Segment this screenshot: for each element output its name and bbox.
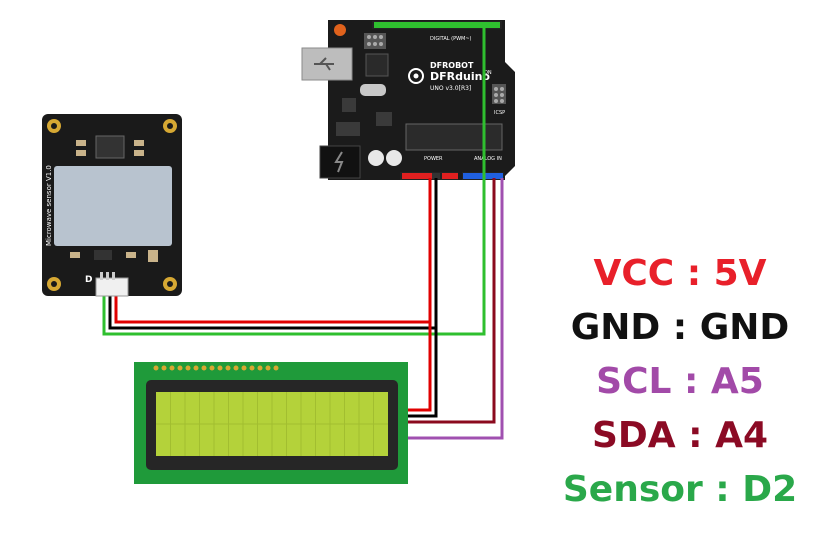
arduino-board: DFROBOT DFRduino UNO v3.0[R3] DIGITAL (P… [301,20,515,180]
on-label: ON [484,70,492,76]
lcd-module [134,362,408,484]
dfrobot-logo-icon [408,68,424,84]
sensor-pin-label: D [85,275,92,285]
wire-sensor-signal [102,25,486,336]
atmega-chip [405,123,503,151]
capacitor [368,150,384,166]
lcd-pin [193,365,199,371]
sensor-connector [95,277,129,297]
wire-lcd-sda [408,178,496,424]
lcd-pin [225,365,231,371]
capacitor [386,150,402,166]
microwave-sensor-board: Microwave sensor V1.0 D [42,114,182,297]
digital-header-pins [374,22,500,28]
arduino-model: DFRduino [430,70,490,83]
sensor-antenna [54,166,172,246]
lcd-pin [177,365,183,371]
lcd-pin [273,365,279,371]
legend-sda: SDA : A4 [591,415,769,456]
wire-sensor-vcc [114,178,432,324]
legend-sensor: Sensor : D2 [562,469,798,510]
digital-label: DIGITAL (PWM~) [430,36,472,42]
lcd-pin [249,365,255,371]
wire-lcd-scl [408,178,504,440]
lcd-pin [201,365,207,371]
legend-gnd: GND : GND [570,307,790,348]
sensor-label: Microwave sensor V1.0 [45,165,53,246]
lcd-pin [257,365,263,371]
usb-icon [314,57,334,71]
lcd-pin [217,365,223,371]
lcd-pin [209,365,215,371]
lcd-pin [161,365,167,371]
lcd-pin [233,365,239,371]
lcd-pin [185,365,191,371]
arduino-brand: DFROBOT [430,61,474,70]
wire-sensor-gnd [108,178,438,330]
wire-lcd-gnd [408,328,438,418]
usb-chip [365,53,389,77]
crystal [360,84,386,96]
lcd-pin [241,365,247,371]
analog-label: ANALOG IN [474,156,502,162]
wires [102,25,504,440]
lcd-pin [265,365,271,371]
reset-button [334,24,346,36]
arduino-version: UNO v3.0[R3] [430,85,471,92]
lcd-pin [169,365,175,371]
legend-vcc: VCC : 5V [593,253,767,294]
legend-scl: SCL : A5 [596,361,764,402]
sensor-chip [95,135,125,159]
lcd-header-pins [153,365,279,371]
lcd-character-grid [156,392,388,456]
wire-lcd-vcc [408,322,432,412]
lcd-pin [153,365,159,371]
power-label: POWER [424,156,443,162]
icsp-label: ICSP [494,110,505,116]
